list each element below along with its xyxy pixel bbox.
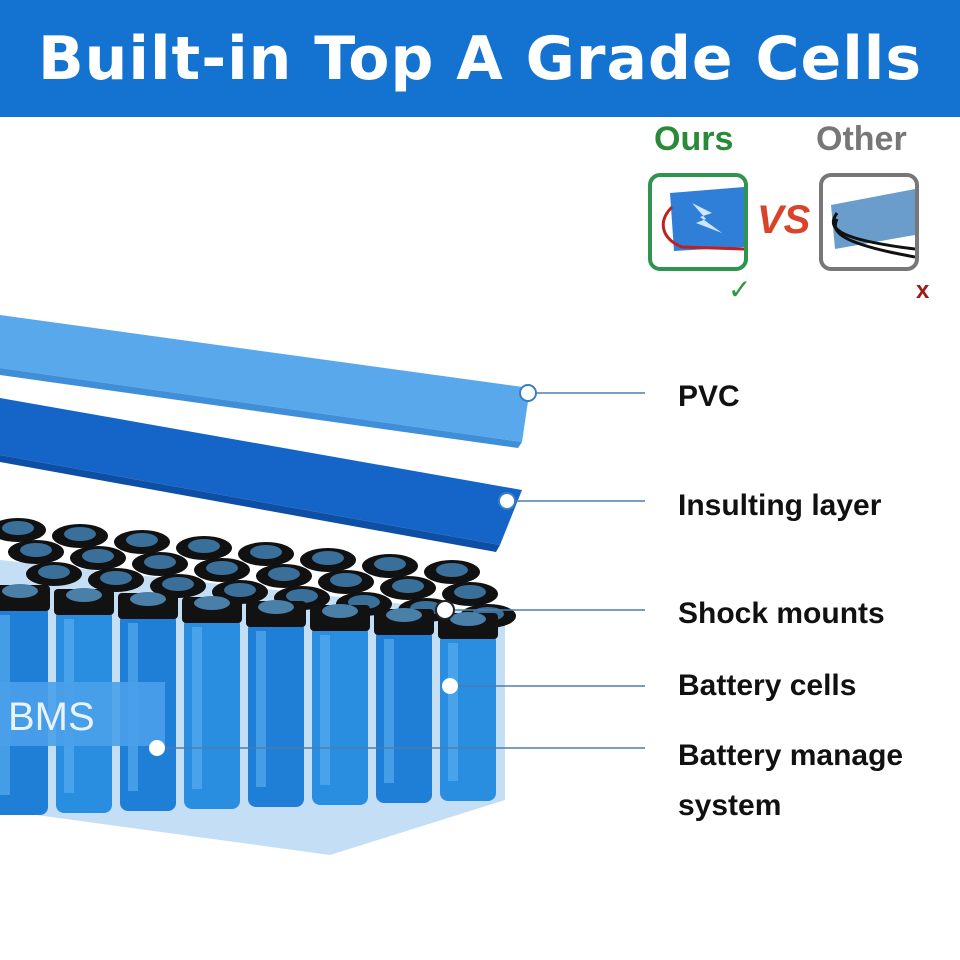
other-battery-image	[819, 173, 919, 271]
cell-terminal	[250, 545, 282, 559]
cell-terminal	[2, 521, 34, 535]
cell-terminal	[392, 579, 424, 593]
bms-text: BMS	[8, 695, 95, 739]
insulating-marker	[498, 492, 516, 510]
bms-marker	[149, 740, 165, 756]
pvc-marker	[519, 384, 537, 402]
vs-label: VS	[757, 198, 811, 242]
cell-terminal	[224, 583, 256, 597]
cross-icon: x	[916, 277, 930, 304]
label-battery-cells: Battery cells	[678, 669, 857, 702]
cell-terminal	[64, 527, 96, 541]
label-insulating-layer: Insulting layer	[678, 489, 882, 522]
label-bms-line1: Battery manage	[678, 739, 904, 772]
shock-marker	[435, 600, 455, 620]
cell-terminal	[268, 567, 300, 581]
label-shock-mounts: Shock mounts	[678, 597, 885, 630]
cell-terminal	[188, 539, 220, 553]
cell-terminal	[82, 549, 114, 563]
insulating-sheet	[0, 398, 522, 545]
cell-terminal	[312, 551, 344, 565]
bms-board	[0, 682, 165, 746]
cell-terminal	[330, 573, 362, 587]
cell-terminal	[126, 533, 158, 547]
title-banner: Built-in Top A Grade Cells	[0, 0, 960, 117]
other-label: Other	[816, 120, 907, 158]
check-icon: ✓	[728, 273, 752, 306]
cell-terminal	[38, 565, 70, 579]
pvc-sheet	[0, 315, 530, 442]
label-bms-line2: system	[678, 789, 782, 822]
ours-battery-image	[648, 173, 748, 271]
cell-terminal	[20, 543, 52, 557]
page-title: Built-in Top A Grade Cells	[37, 23, 923, 94]
cell-terminal	[162, 577, 194, 591]
cell-terminal	[436, 563, 468, 577]
cells-marker	[442, 678, 458, 694]
cell-terminal	[100, 571, 132, 585]
cell-terminal	[206, 561, 238, 575]
label-pvc: PVC	[678, 380, 740, 413]
cell-terminal	[144, 555, 176, 569]
ours-label: Ours	[654, 120, 734, 158]
cell-terminal	[454, 585, 486, 599]
cell-terminal	[286, 589, 318, 603]
cell-terminal	[374, 557, 406, 571]
